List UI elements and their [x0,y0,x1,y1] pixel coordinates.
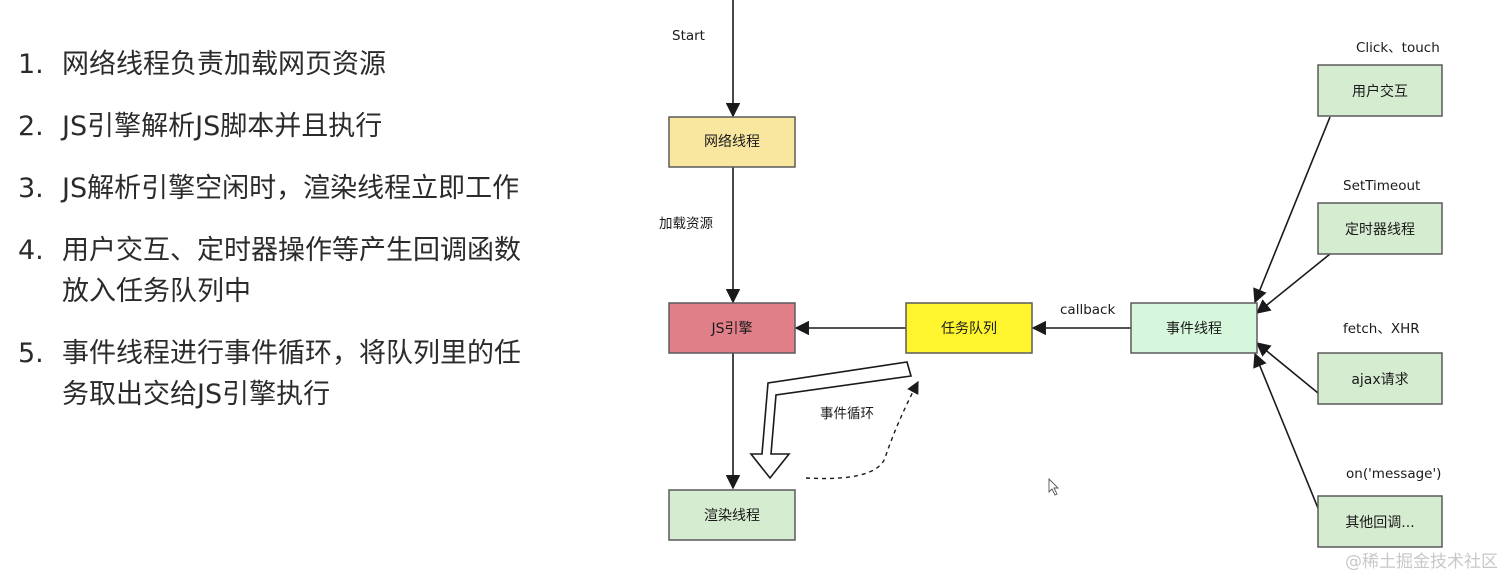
cursor-icon [1048,477,1060,496]
timer-thread-label: 定时器线程 [1345,222,1415,238]
step-number: 2. [18,111,44,142]
step-text-line: 用户交互、定时器操作等产生回调函数 [62,235,521,266]
other-callback-node [1317,495,1443,548]
render-thread-label: 渲染线程 [704,508,760,524]
event-loop-dashed-arrow [805,380,919,480]
timer-thread-node [1317,202,1443,255]
other-callback-label: 其他回调... [1345,515,1414,531]
event-thread-label: 事件线程 [1166,321,1222,337]
step-text-line: 事件线程进行事件循环，将队列里的任 [62,338,521,369]
step-text: 网络线程负责加载网页资源 [62,44,578,85]
step-item: 2. JS引擎解析JS脚本并且执行 [18,106,578,147]
event-loop-arrow [749,361,913,480]
other-callback-arrow [1253,352,1321,514]
step-number: 3. [18,173,44,204]
render-thread-node [668,489,796,541]
step-text: JS解析引擎空闲时，渲染线程立即工作 [62,168,578,209]
step-text-line: 务取出交给JS引擎执行 [62,379,331,410]
js-engine-label: JS引擎 [710,321,752,337]
user-interaction-label: 用户交互 [1352,83,1408,100]
step-text: JS引擎解析JS脚本并且执行 [62,106,578,147]
other-source-label: on('message') [1346,466,1441,482]
start-label: Start [672,28,705,44]
ajax-arrow [1255,342,1319,394]
ajax-source-label: fetch、XHR [1343,321,1420,337]
network-thread-node [668,116,796,168]
step-item: 1. 网络线程负责加载网页资源 [18,44,578,85]
step-list: 1. 网络线程负责加载网页资源 2. JS引擎解析JS脚本并且执行 3. JS解… [18,44,578,436]
user-interaction-source-label: Click、touch [1356,40,1440,56]
watermark: @稀土掘金技术社区 [1345,552,1498,572]
step-item: 4. 用户交互、定时器操作等产生回调函数 放入任务队列中 [18,230,578,312]
ajax-request-label: ajax请求 [1351,372,1408,388]
js-engine-node [668,302,796,354]
task-queue-node [905,302,1033,354]
timer-arrow [1255,253,1331,314]
step-text-line: JS解析引擎空闲时，渲染线程立即工作 [62,173,520,204]
step-number: 5. [18,338,44,369]
user-interaction-node [1317,64,1443,117]
ajax-request-node [1317,352,1443,405]
task-queue-label: 任务队列 [941,321,997,337]
network-thread-label: 网络线程 [704,134,760,150]
step-text: 用户交互、定时器操作等产生回调函数 放入任务队列中 [62,230,578,312]
step-text-line: 网络线程负责加载网页资源 [62,49,386,80]
event-loop-label: 事件循环 [820,406,874,422]
user-interaction-arrow [1253,116,1331,304]
step-text-line: 放入任务队列中 [62,276,251,307]
load-resource-label: 加载资源 [659,216,713,232]
step-text: 事件线程进行事件循环，将队列里的任 务取出交给JS引擎执行 [62,333,578,415]
step-item: 5. 事件线程进行事件循环，将队列里的任 务取出交给JS引擎执行 [18,333,578,415]
callback-label: callback [1060,302,1115,318]
step-item: 3. JS解析引擎空闲时，渲染线程立即工作 [18,168,578,209]
timer-source-label: SetTimeout [1343,178,1420,194]
step-number: 4. [18,235,44,266]
event-thread-node [1130,302,1258,354]
step-number: 1. [18,49,44,80]
step-text-line: JS引擎解析JS脚本并且执行 [62,111,383,142]
